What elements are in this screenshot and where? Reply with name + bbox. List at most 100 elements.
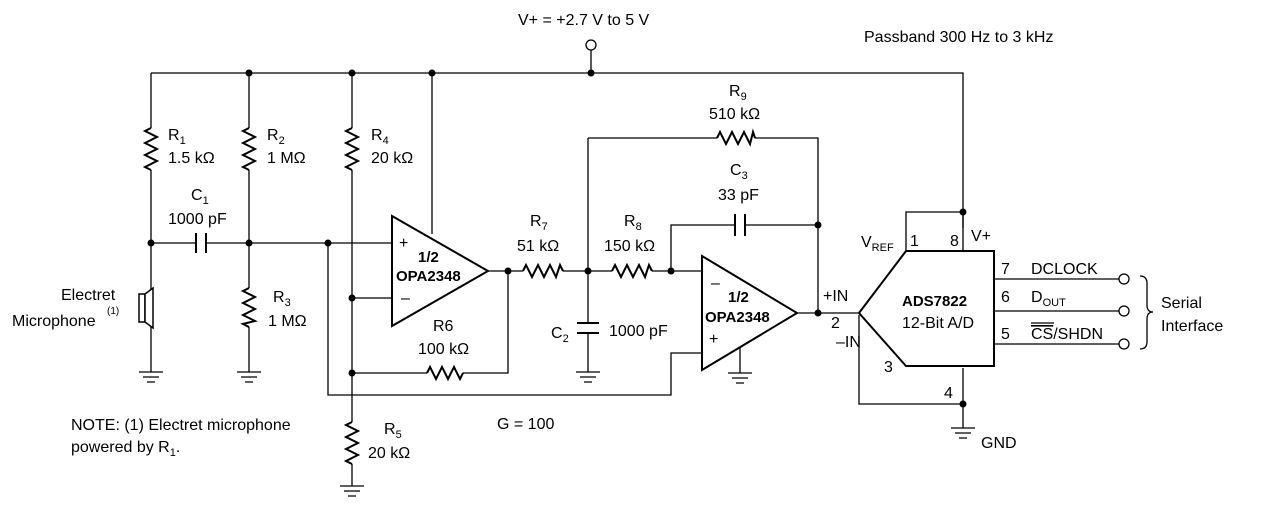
opamp-u2-line2: OPA2348 xyxy=(705,309,770,326)
passband-label: Passband 300 Hz to 3 kHz xyxy=(864,29,1053,46)
adc-pin-6: 6 xyxy=(1001,289,1010,306)
adc-name: ADS7822 xyxy=(902,293,967,310)
adc-pin-8: 8 xyxy=(950,233,959,250)
opamp-u1-minus: – xyxy=(401,290,410,307)
dclock-label: DCLOCK xyxy=(1031,261,1098,278)
c1-value: 1000 pF xyxy=(168,211,227,228)
junctions xyxy=(147,69,967,408)
ground-icon xyxy=(576,371,600,383)
opamp-u1-line1: 1/2 xyxy=(418,249,439,266)
junction xyxy=(348,294,356,302)
adc-desc: 12-Bit A/D xyxy=(902,315,974,332)
r2-name: R2 xyxy=(267,127,285,147)
supply-label: V+ = +2.7 V to 5 V xyxy=(518,12,650,29)
adc-vplus-label: V+ xyxy=(971,228,991,245)
resistor-r9-icon xyxy=(716,128,756,147)
cs-terminal-icon xyxy=(1118,338,1130,350)
capacitor-c1-icon xyxy=(195,233,207,253)
ground-icon xyxy=(340,485,364,497)
capacitor-c3-icon xyxy=(734,214,746,236)
adc-pin-3: 3 xyxy=(884,359,893,376)
note-line2: powered by R1. xyxy=(71,439,180,459)
capacitor-c2-icon xyxy=(577,322,599,334)
junction xyxy=(147,239,155,247)
r7-name: R7 xyxy=(530,213,548,233)
supply-terminal-icon xyxy=(585,39,597,51)
r9-value: 510 kΩ xyxy=(709,106,760,123)
ground-icon xyxy=(951,427,975,439)
resistor-r5-icon xyxy=(343,421,361,465)
adc-pin-7: 7 xyxy=(1001,261,1010,278)
r2-value: 1 MΩ xyxy=(267,150,306,167)
opamp-u1-plus: + xyxy=(399,235,408,252)
dclock-terminal-icon xyxy=(1118,273,1130,285)
c3-name: C3 xyxy=(730,162,748,182)
microphone-label-line2: Microphone xyxy=(12,313,96,330)
adc-gnd-label: GND xyxy=(981,435,1017,452)
opamp-u2-line1: 1/2 xyxy=(728,289,749,306)
junction xyxy=(245,69,253,77)
opamp-u2: – + 1/2 OPA2348 xyxy=(701,254,799,372)
serial-label-line2: Interface xyxy=(1161,318,1223,335)
junction xyxy=(667,267,675,275)
serial-label-line1: Serial xyxy=(1161,295,1202,312)
r1-value: 1.5 kΩ xyxy=(168,150,215,167)
note-line1: NOTE: (1) Electret microphone xyxy=(71,417,291,434)
ground-icon xyxy=(728,372,752,384)
resistor-r3-icon xyxy=(240,287,258,328)
opamp-u2-minus: – xyxy=(711,275,720,292)
dout-label: DOUT xyxy=(1031,289,1066,309)
serial-brace-icon xyxy=(1139,275,1154,350)
resistor-r6-icon xyxy=(426,364,464,382)
junction xyxy=(504,267,512,275)
r4-value: 20 kΩ xyxy=(371,150,413,167)
microphone-label-line1: Electret xyxy=(61,287,116,304)
junction xyxy=(348,369,356,377)
resistor-r7-icon xyxy=(522,262,564,280)
junction xyxy=(959,208,967,216)
opamp-u1: + – 1/2 OPA2348 xyxy=(391,214,491,328)
r6-value: 100 kΩ xyxy=(418,341,469,358)
junction xyxy=(245,239,253,247)
adc-pin-1: 1 xyxy=(910,233,919,250)
junction xyxy=(814,221,822,229)
junction xyxy=(587,69,595,77)
junction xyxy=(959,400,967,408)
r8-value: 150 kΩ xyxy=(604,238,655,255)
microphone-footnote: (1) xyxy=(107,306,119,317)
adc-pin-4: 4 xyxy=(944,385,953,402)
opamp-u1-line2: OPA2348 xyxy=(396,268,461,285)
adc-vref-label: VREF xyxy=(861,234,894,254)
gain-label: G = 100 xyxy=(497,416,554,433)
r4-name: R4 xyxy=(371,127,389,147)
junction xyxy=(814,309,822,317)
junction xyxy=(324,239,332,247)
c2-value: 1000 pF xyxy=(609,323,668,340)
junction xyxy=(584,267,592,275)
r5-value: 20 kΩ xyxy=(368,445,410,462)
c1-name: C1 xyxy=(191,187,209,207)
r3-value: 1 MΩ xyxy=(268,313,307,330)
microphone-icon xyxy=(138,286,154,330)
opamp-u2-plus: + xyxy=(709,331,718,348)
r8-name: R8 xyxy=(624,213,642,233)
r3-name: R3 xyxy=(273,289,291,309)
ground-icon xyxy=(237,371,261,383)
adc-in-plus-label: +IN xyxy=(823,288,848,305)
c2-name: C2 xyxy=(551,325,569,345)
r6-name: R6 xyxy=(433,318,454,335)
cs-shdn-label: CS/SHDN xyxy=(1031,326,1103,343)
adc-pin-5: 5 xyxy=(1001,326,1010,343)
resistor-r1-icon xyxy=(142,127,160,171)
resistor-r2-icon xyxy=(240,127,258,171)
dout-terminal-icon xyxy=(1118,305,1130,317)
r1-name: R1 xyxy=(168,127,186,147)
r7-value: 51 kΩ xyxy=(517,238,559,255)
adc-ads7822: ADS7822 12-Bit A/D 1 8 2 3 4 7 6 5 xyxy=(831,233,1010,402)
junction xyxy=(428,69,436,77)
ground-icon xyxy=(139,371,163,383)
adc-in-minus-label: –IN xyxy=(836,334,861,351)
resistor-r8-icon xyxy=(611,262,653,280)
c3-value: 33 pF xyxy=(718,187,759,204)
